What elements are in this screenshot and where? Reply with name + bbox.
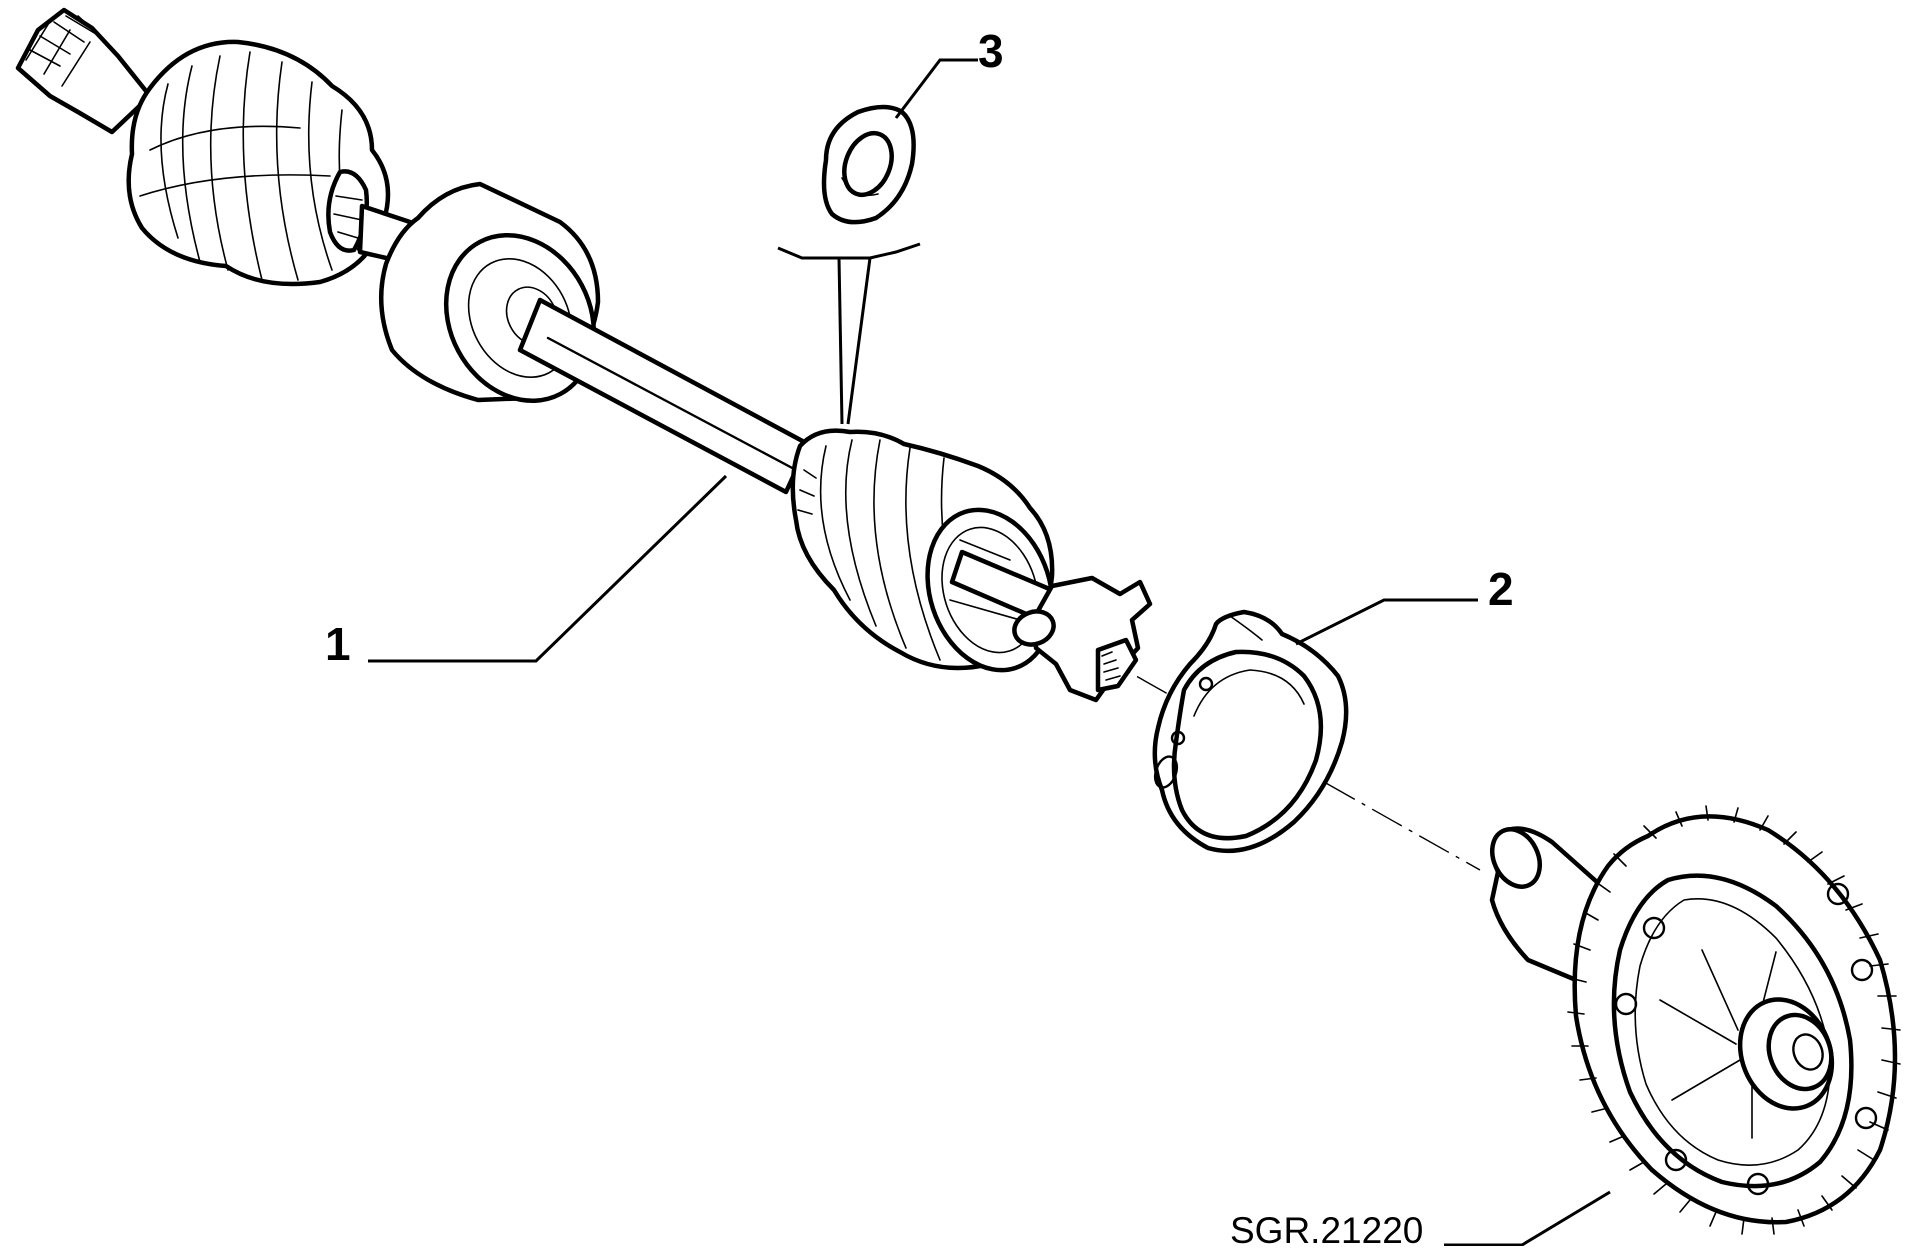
differential-gear: [1489, 805, 1901, 1235]
outer-cv-boot: [126, 39, 391, 287]
leader-line-part-3: [894, 58, 978, 119]
leader-line-part-2: [1295, 598, 1478, 646]
bolt-heads: [1614, 882, 1878, 1196]
shaft-bar-edge: [546, 336, 798, 472]
callout-part-1: 1: [325, 618, 351, 670]
drive-shaft-assembly[interactable]: [15, 7, 1153, 703]
shaft-bar: [517, 297, 811, 495]
outer-boot-clamp: [326, 169, 369, 253]
leader-line-reference: [1444, 1190, 1611, 1247]
drawing-reference-code: SGR.21220: [1230, 1210, 1424, 1251]
gear-teeth: [1567, 805, 1901, 1235]
projection-bracket: [777, 242, 921, 425]
damper-weight: [378, 181, 601, 403]
callout-part-2: 2: [1488, 563, 1514, 615]
washer[interactable]: [821, 104, 916, 225]
outer-spline-stub: [15, 7, 153, 135]
tripod-spider: [1012, 575, 1153, 703]
callout-part-3: 3: [978, 25, 1004, 77]
snap-ring-retainer[interactable]: [1151, 609, 1349, 854]
leader-line-part-1: [368, 474, 728, 663]
